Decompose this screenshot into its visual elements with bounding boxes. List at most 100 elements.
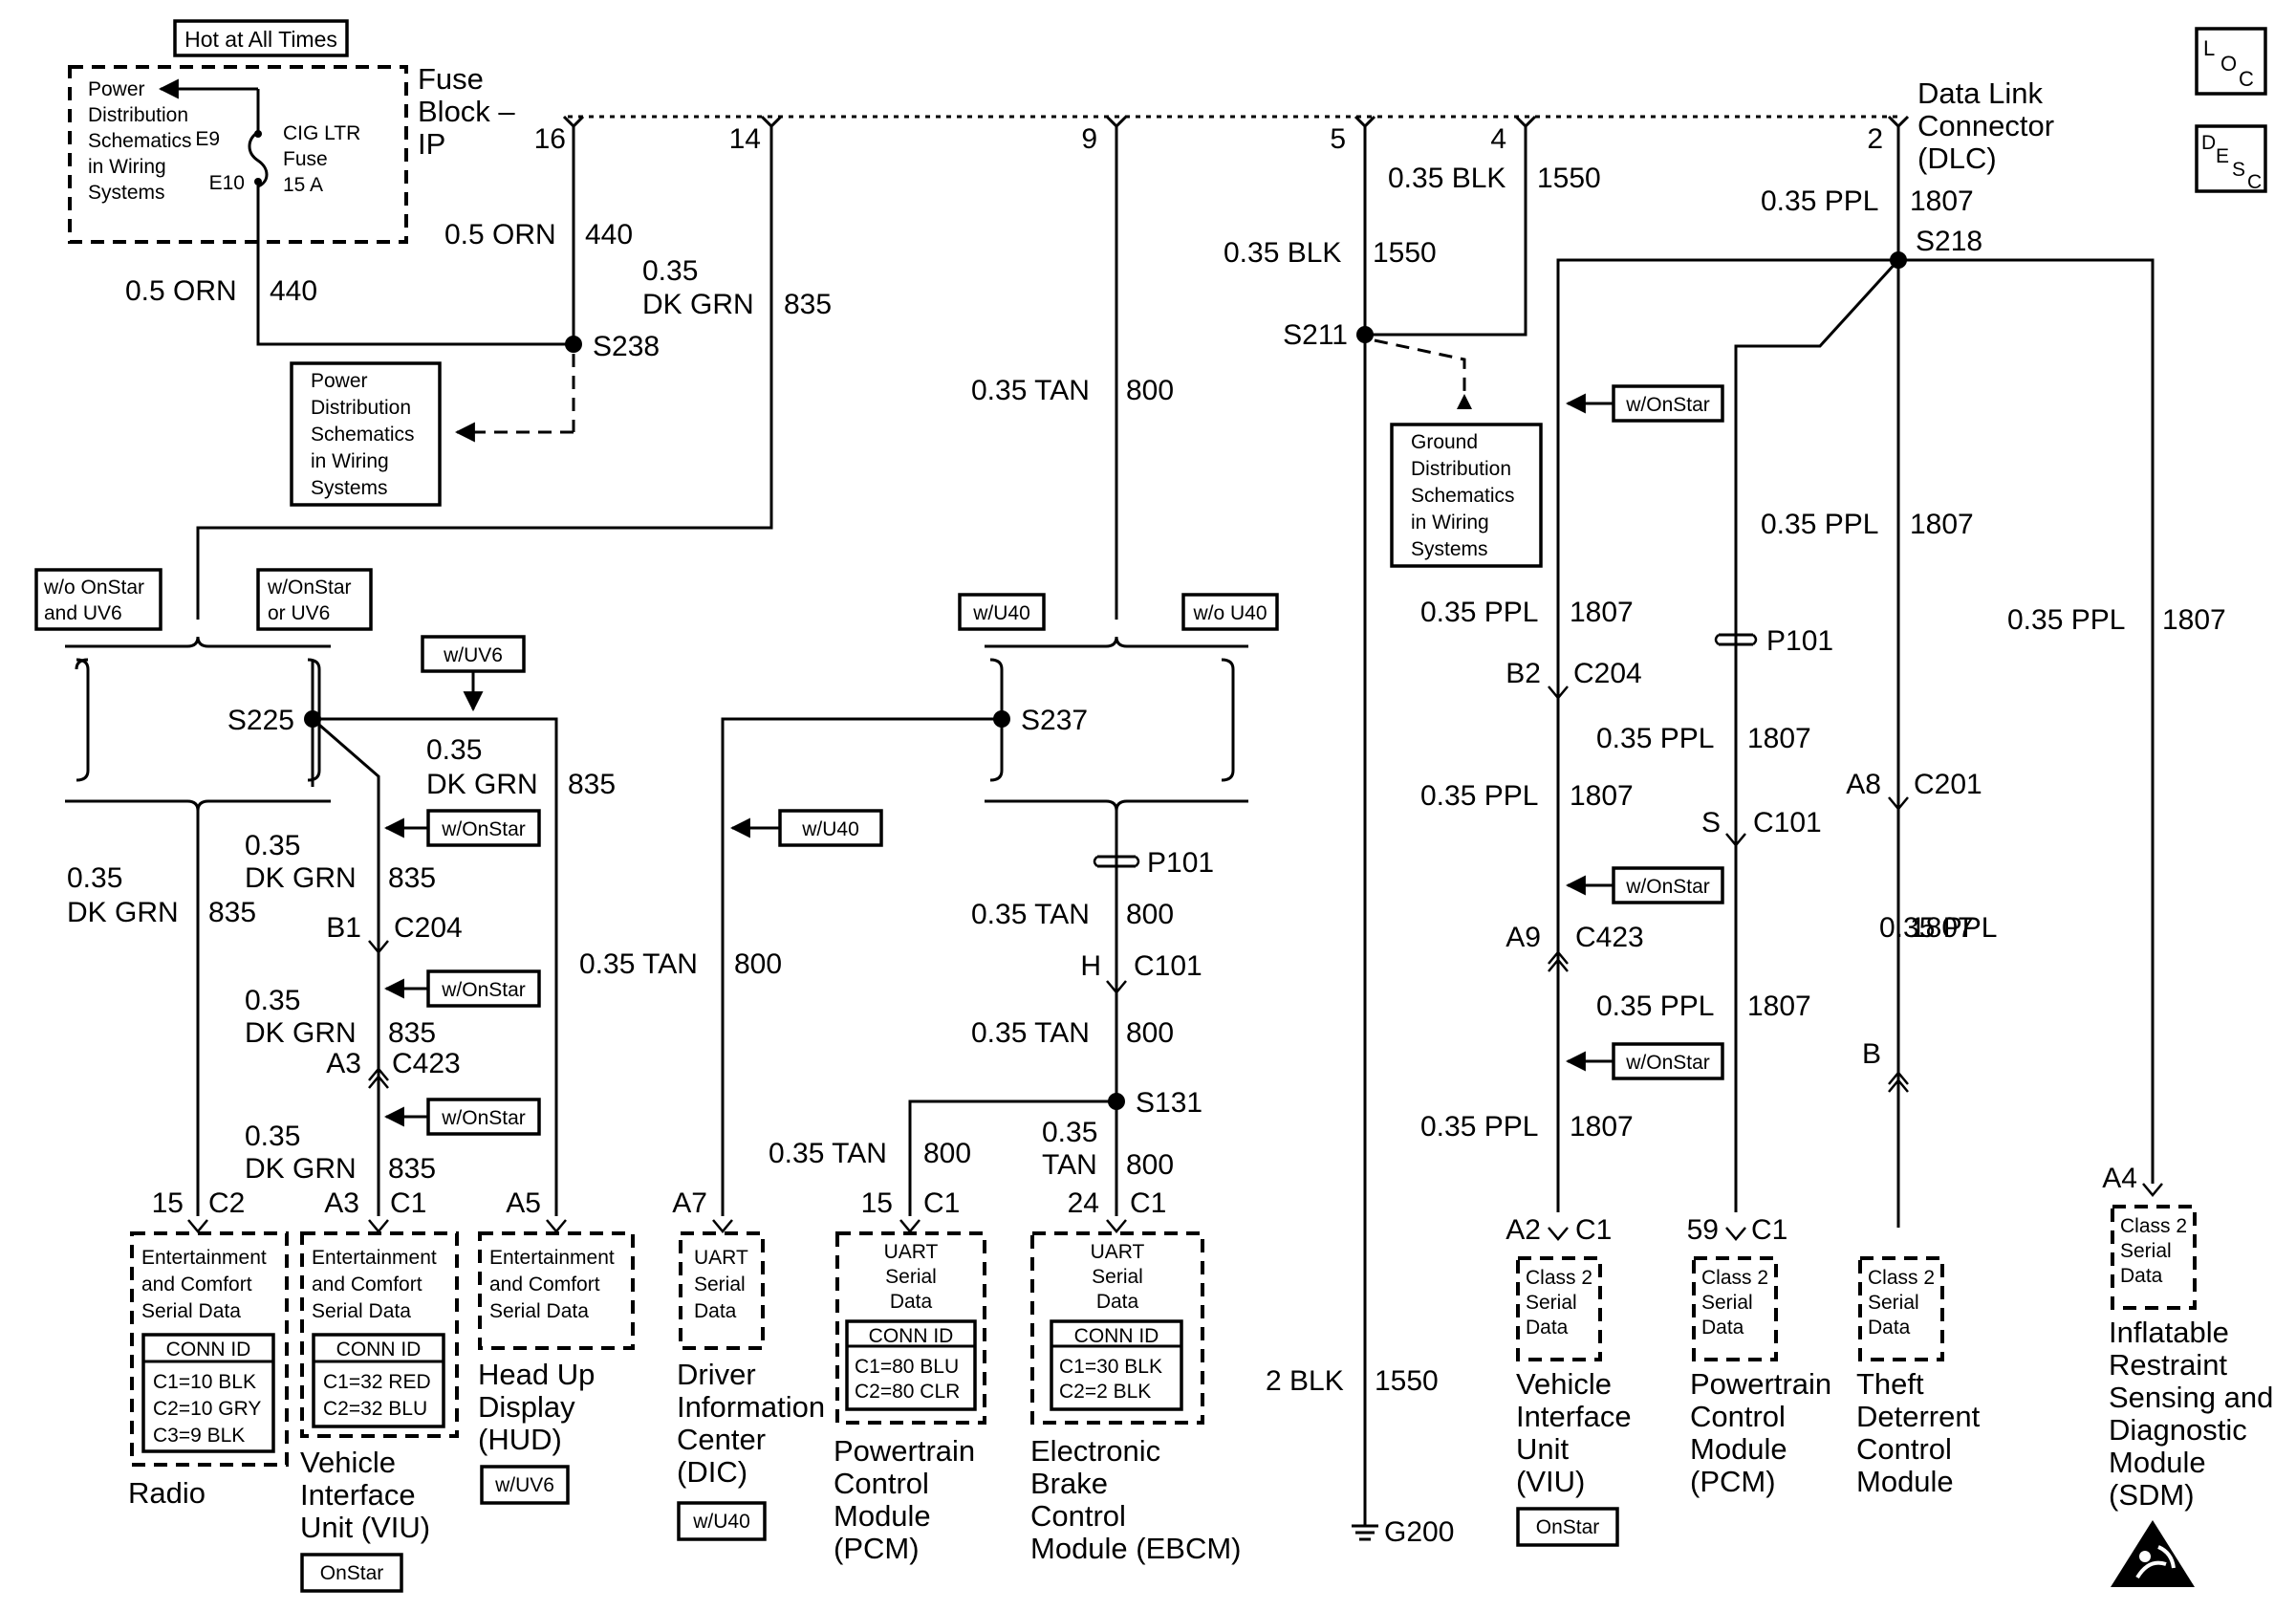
svg-text:0.35 TAN: 0.35 TAN [971, 1017, 1090, 1049]
svg-text:Class 2: Class 2 [2120, 1215, 2187, 1237]
svg-text:Distribution: Distribution [311, 397, 411, 419]
svg-text:835: 835 [784, 289, 832, 320]
svg-text:A3: A3 [326, 1048, 361, 1079]
option-w-onstar-r3: w/OnStar [1612, 1042, 1724, 1080]
option-w-onstar-viu-1: w/OnStar [426, 809, 541, 847]
svg-text:0.35 BLK: 0.35 BLK [1224, 237, 1341, 269]
svg-text:Control: Control [1030, 1499, 1126, 1533]
svg-text:Power: Power [88, 78, 145, 100]
svg-text:Data Link: Data Link [1917, 76, 2043, 110]
svg-text:Electronic: Electronic [1030, 1434, 1160, 1468]
svg-text:S237: S237 [1021, 705, 1088, 736]
svg-text:C201: C201 [1914, 769, 1982, 800]
svg-text:1807: 1807 [1910, 912, 1974, 944]
svg-text:in Wiring: in Wiring [311, 450, 389, 472]
pcm-uart-component: UART Serial Data CONN ID C1=80 BLU C2=80… [834, 1231, 986, 1565]
svg-text:Systems: Systems [88, 182, 165, 204]
airbag-warning-icon [2111, 1520, 2195, 1587]
viu-component: Entertainment and Comfort Serial Data CO… [300, 1231, 459, 1593]
svg-text:Information: Information [677, 1390, 825, 1424]
svg-text:DK GRN: DK GRN [642, 289, 754, 320]
svg-text:w/OnStar: w/OnStar [441, 818, 526, 840]
svg-text:Serial Data: Serial Data [141, 1300, 241, 1322]
svg-text:(PCM): (PCM) [1690, 1465, 1776, 1498]
svg-text:S238: S238 [593, 331, 660, 362]
svg-text:1550: 1550 [1375, 1365, 1439, 1397]
svg-text:4: 4 [1490, 123, 1506, 155]
svg-text:Restraint: Restraint [2109, 1348, 2227, 1382]
svg-text:Connector: Connector [1917, 109, 2054, 142]
svg-text:0.35 PPL: 0.35 PPL [2007, 604, 2125, 636]
svg-text:Serial: Serial [1701, 1292, 1753, 1314]
svg-text:G200: G200 [1384, 1516, 1454, 1548]
svg-text:S225: S225 [227, 705, 294, 736]
svg-text:Unit: Unit [1516, 1432, 1570, 1466]
svg-text:Module: Module [1856, 1465, 1954, 1498]
svg-text:Entertainment: Entertainment [312, 1247, 437, 1269]
svg-text:Systems: Systems [1411, 538, 1488, 560]
svg-text:Entertainment: Entertainment [489, 1247, 615, 1269]
svg-text:Control: Control [1690, 1400, 1786, 1433]
svg-text:0.35 PPL: 0.35 PPL [1761, 509, 1878, 540]
svg-text:15: 15 [861, 1187, 893, 1219]
svg-text:C2=80 CLR: C2=80 CLR [855, 1381, 960, 1403]
svg-text:15: 15 [152, 1187, 184, 1219]
svg-text:CONN ID: CONN ID [1074, 1325, 1159, 1347]
svg-text:Head Up: Head Up [478, 1358, 595, 1391]
svg-text:Powertrain: Powertrain [1690, 1367, 1831, 1401]
svg-text:1550: 1550 [1373, 237, 1437, 269]
svg-text:CONN ID: CONN ID [166, 1339, 251, 1361]
svg-text:Data: Data [1096, 1291, 1139, 1313]
option-wo-u40: w/o U40 [1181, 593, 1279, 631]
svg-text:Hot at All Times: Hot at All Times [184, 27, 337, 52]
svg-text:w/o U40: w/o U40 [1192, 602, 1267, 624]
option-w-u40-top: w/U40 [958, 593, 1046, 631]
svg-text:1807: 1807 [1570, 780, 1634, 812]
dlc-label: Data Link Connector (DLC) [1917, 76, 2054, 175]
svg-text:0.35 TAN: 0.35 TAN [971, 375, 1090, 406]
svg-text:0.35: 0.35 [67, 862, 122, 894]
svg-text:Vehicle: Vehicle [300, 1446, 396, 1479]
fuse-block-ip-label: Fuse Block – IP [418, 62, 515, 161]
svg-text:DK GRN: DK GRN [426, 769, 538, 800]
svg-text:D: D [2201, 132, 2216, 154]
svg-text:Schematics: Schematics [311, 424, 415, 446]
svg-text:Theft: Theft [1856, 1367, 1924, 1401]
svg-text:A3: A3 [324, 1187, 359, 1219]
cig-ltr-fuse [248, 89, 574, 346]
svg-text:0.35 BLK: 0.35 BLK [1388, 163, 1505, 194]
p101-connector-right [1714, 633, 1758, 646]
svg-text:5: 5 [1330, 123, 1346, 155]
svg-text:w/U40: w/U40 [692, 1511, 750, 1533]
svg-text:59: 59 [1687, 1214, 1719, 1246]
svg-text:0.35: 0.35 [642, 255, 698, 287]
svg-text:DK GRN: DK GRN [67, 897, 179, 928]
option-wo-onstar-and-uv6: w/o OnStar and UV6 [34, 568, 162, 631]
svg-text:800: 800 [1126, 899, 1174, 930]
svg-text:0.35: 0.35 [245, 985, 300, 1016]
svg-text:1807: 1807 [1910, 509, 1974, 540]
svg-text:Distribution: Distribution [1411, 458, 1511, 480]
pcm-class2-component: Class 2 Serial Data Powertrain Control M… [1690, 1256, 1831, 1498]
svg-text:(PCM): (PCM) [834, 1532, 920, 1565]
svg-text:C423: C423 [392, 1048, 461, 1079]
svg-text:1550: 1550 [1537, 163, 1601, 194]
svg-text:Serial: Serial [2120, 1240, 2172, 1262]
svg-text:Serial: Serial [694, 1274, 746, 1295]
svg-text:0.35: 0.35 [426, 734, 482, 766]
svg-text:Power: Power [311, 370, 368, 392]
svg-text:C1=10 BLK: C1=10 BLK [153, 1371, 256, 1393]
svg-text:C423: C423 [1575, 922, 1644, 953]
svg-text:S218: S218 [1916, 226, 1982, 257]
svg-text:Distribution: Distribution [88, 104, 188, 126]
svg-text:S131: S131 [1136, 1087, 1202, 1119]
svg-text:O: O [2220, 52, 2237, 76]
svg-text:E9: E9 [195, 128, 220, 150]
svg-text:C2: C2 [208, 1187, 245, 1219]
svg-text:0.35: 0.35 [245, 830, 300, 861]
theft-deterrent-component: Class 2 Serial Data Theft Deterrent Cont… [1856, 1256, 1981, 1498]
option-w-onstar-viu-3: w/OnStar [426, 1098, 541, 1136]
svg-text:800: 800 [1126, 375, 1174, 406]
svg-text:Module: Module [2109, 1446, 2206, 1479]
